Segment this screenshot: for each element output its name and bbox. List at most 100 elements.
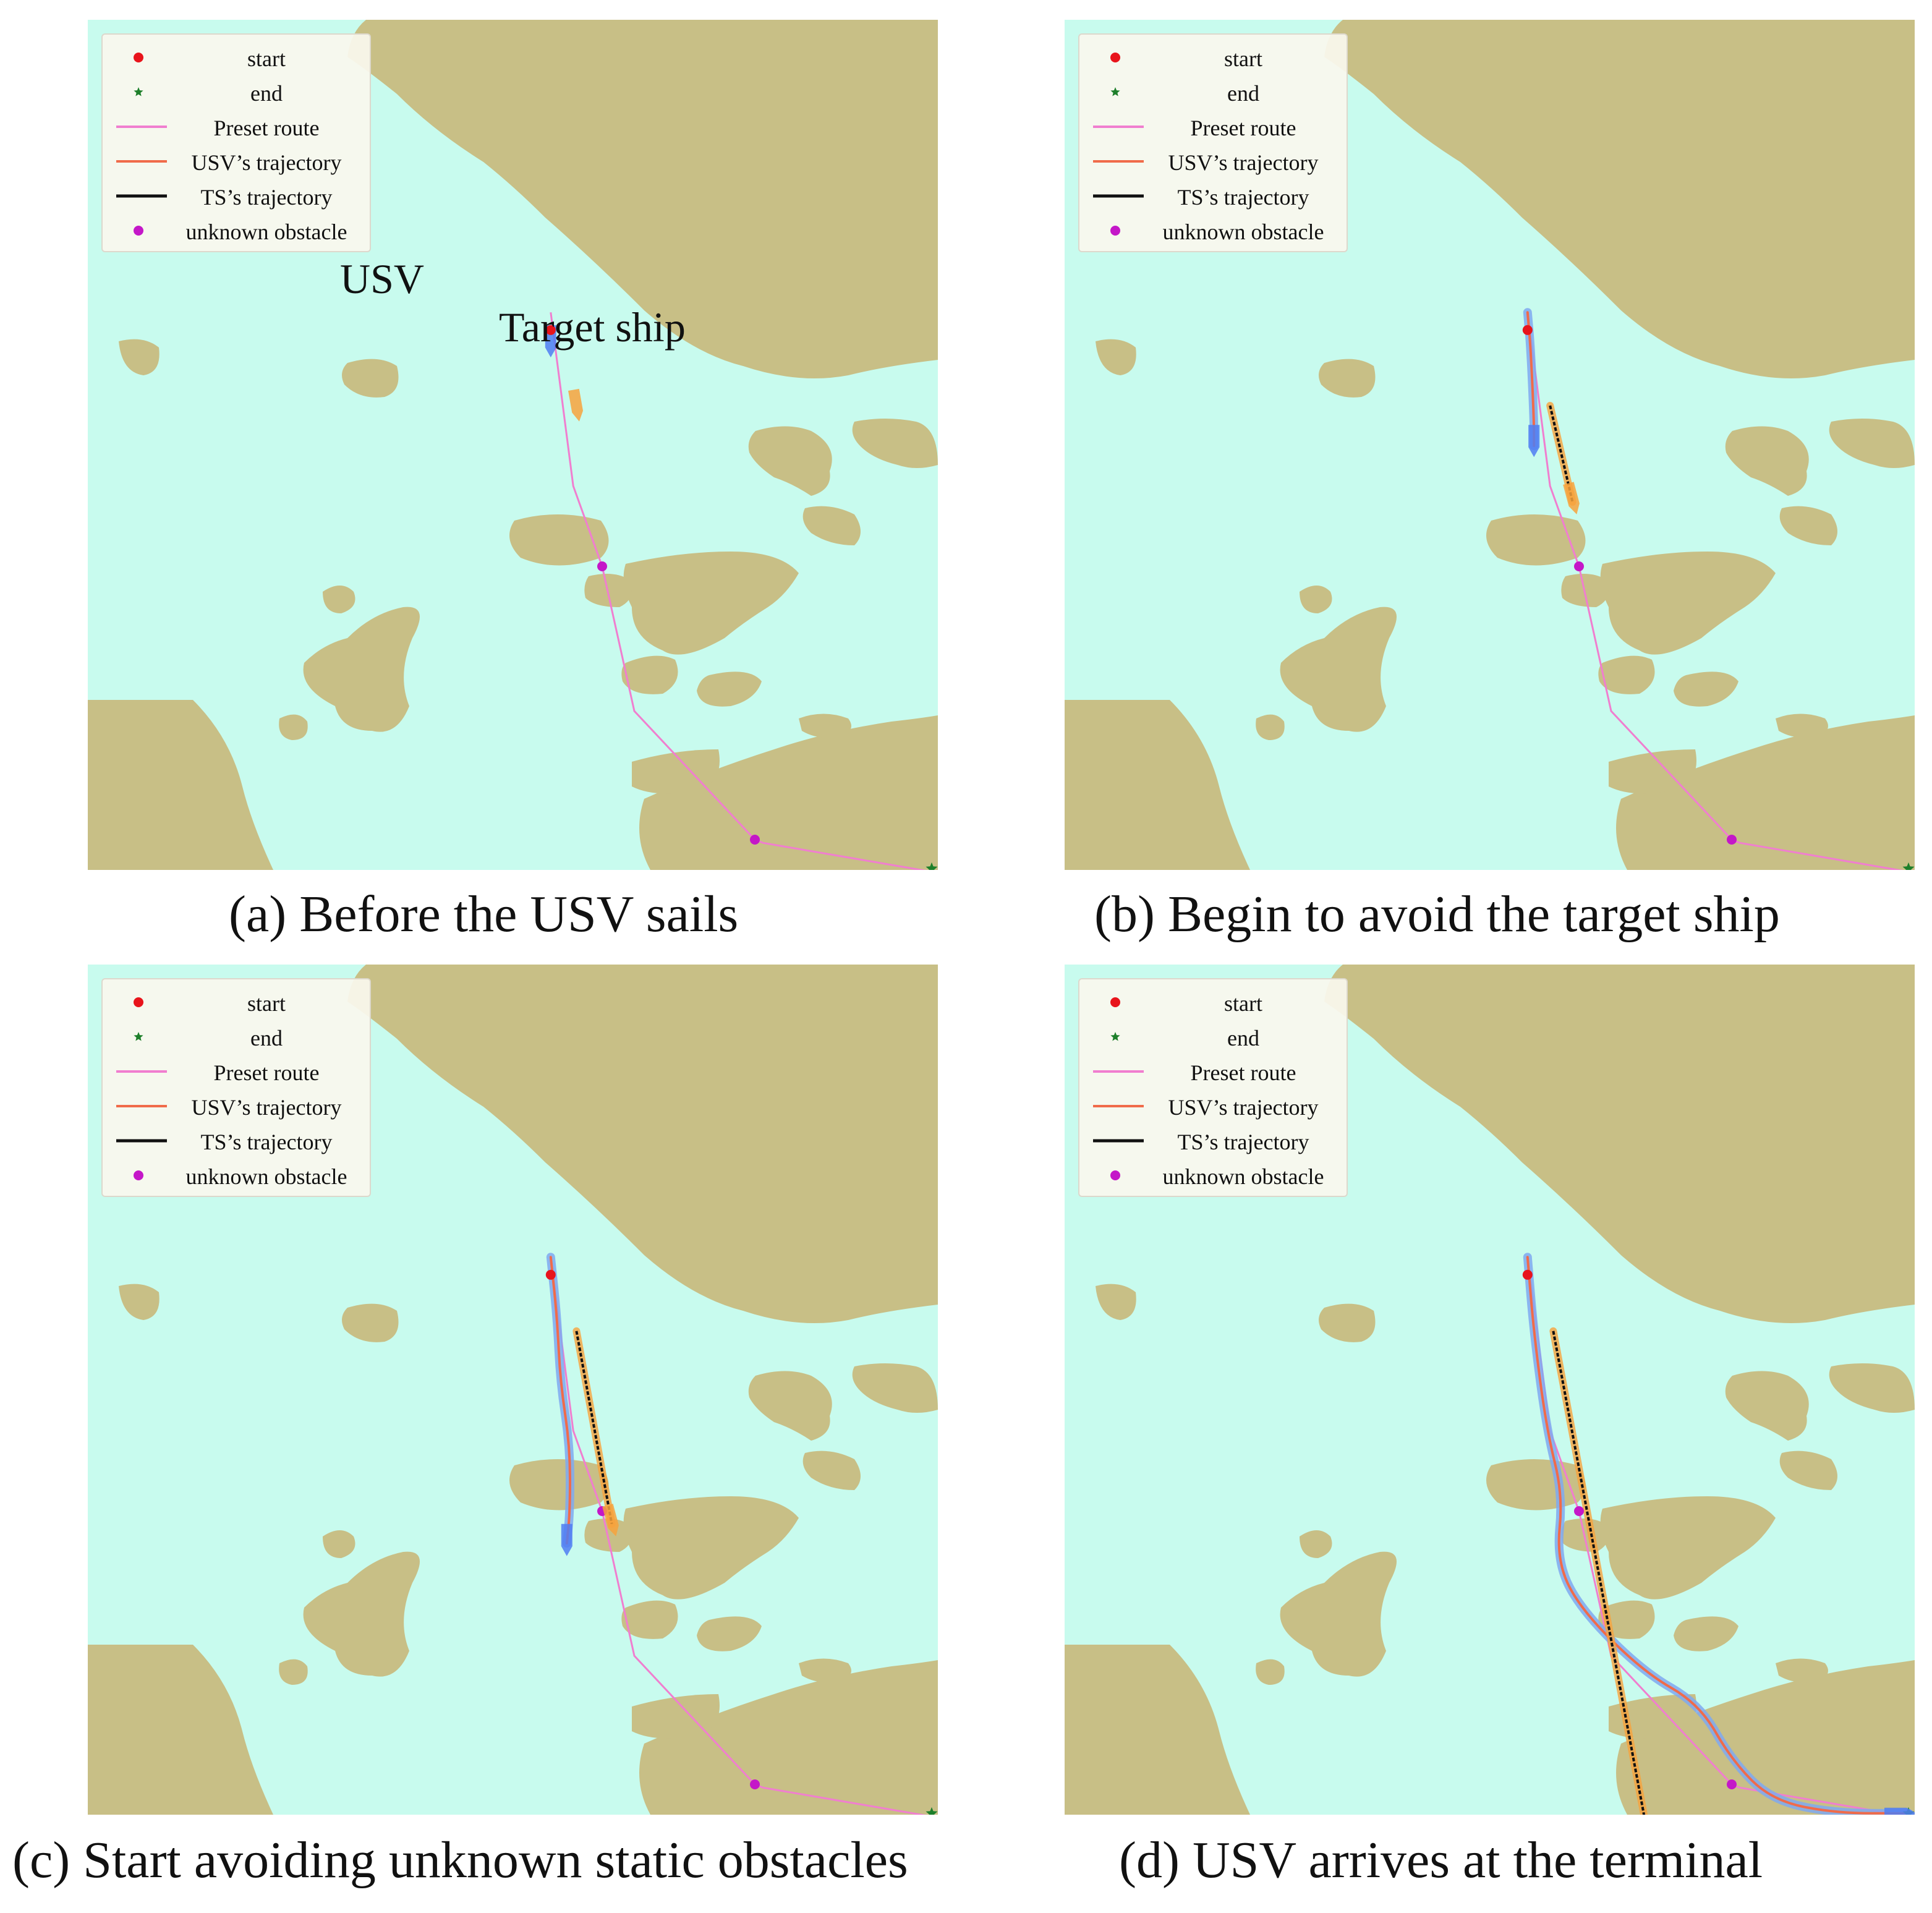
land-mass bbox=[1600, 1496, 1776, 1600]
legend-star bbox=[1110, 87, 1120, 96]
legend-row: end bbox=[103, 1019, 370, 1055]
legend-label: unknown obstacle bbox=[185, 1164, 347, 1189]
legend-marker-icon bbox=[116, 160, 167, 163]
land-mass bbox=[1674, 671, 1738, 707]
legend-marker-icon bbox=[116, 1070, 167, 1073]
usv-annotation: USV bbox=[340, 255, 425, 302]
legend-marker-icon bbox=[134, 1170, 143, 1180]
land-mass bbox=[621, 1600, 678, 1639]
target-ship-icon bbox=[568, 388, 583, 422]
land-mass bbox=[1725, 426, 1809, 496]
land-mass bbox=[639, 1660, 938, 1815]
legend-marker-icon bbox=[134, 1032, 143, 1041]
land-mass bbox=[621, 655, 678, 694]
legend-label: Preset route bbox=[213, 116, 320, 140]
land-mass bbox=[1779, 506, 1837, 545]
land-mass bbox=[1609, 749, 1696, 794]
legend-marker-icon bbox=[116, 1139, 167, 1143]
legend-label: Preset route bbox=[1190, 1060, 1296, 1085]
target-ship-icon bbox=[602, 1504, 619, 1536]
legend-label: start bbox=[247, 991, 286, 1016]
legend-dot bbox=[1110, 1170, 1120, 1180]
legend-marker-icon bbox=[1093, 1139, 1144, 1143]
legend-label: unknown obstacle bbox=[1162, 1164, 1324, 1189]
target-ship-annotation: Target ship bbox=[499, 304, 686, 351]
land-mass bbox=[323, 1530, 355, 1558]
preset-route-line bbox=[1526, 312, 1904, 870]
legend-label: end bbox=[1227, 1026, 1259, 1050]
caption-b: (b) Begin to avoid the target ship bbox=[1094, 885, 1780, 943]
land-mass bbox=[623, 1496, 799, 1600]
legend-row: USV’s trajectory bbox=[103, 143, 370, 179]
start-marker bbox=[1522, 325, 1533, 335]
land-mass bbox=[119, 1284, 160, 1320]
legend-marker-icon bbox=[1110, 53, 1120, 62]
ship-hull bbox=[1563, 482, 1580, 514]
legend-label: unknown obstacle bbox=[1162, 219, 1324, 244]
legend-label: end bbox=[1227, 81, 1259, 106]
land-mass bbox=[509, 1459, 609, 1510]
legend-marker-icon bbox=[1110, 87, 1120, 96]
land-mass bbox=[1598, 655, 1655, 694]
legend-label: Preset route bbox=[1190, 116, 1296, 140]
legend-label: start bbox=[247, 46, 286, 71]
legend-row: unknown obstacle bbox=[1079, 213, 1347, 249]
legend-row: start bbox=[103, 984, 370, 1020]
ship-hull bbox=[1884, 1807, 1915, 1815]
unknown-obstacle-marker bbox=[1727, 835, 1737, 845]
land-mass bbox=[279, 714, 308, 740]
start-marker bbox=[545, 325, 556, 335]
legend-row: TS’s trajectory bbox=[1079, 1123, 1347, 1159]
land-mass bbox=[1324, 20, 1915, 378]
unknown-obstacle-marker bbox=[750, 835, 760, 845]
land-mass bbox=[88, 1645, 273, 1815]
legend-row: USV’s trajectory bbox=[1079, 1088, 1347, 1124]
land-mass bbox=[632, 749, 720, 794]
unknown-obstacle-marker bbox=[597, 561, 607, 571]
ship-hull bbox=[602, 1504, 619, 1536]
start-marker bbox=[1522, 1269, 1533, 1280]
legend-row: USV’s trajectory bbox=[103, 1088, 370, 1124]
legend-marker-icon bbox=[1110, 1032, 1120, 1041]
legend-dot bbox=[134, 53, 143, 62]
legend-star bbox=[1110, 1032, 1120, 1041]
legend-marker-icon bbox=[1093, 1070, 1144, 1073]
usv-ship-icon bbox=[1528, 425, 1540, 458]
land-mass bbox=[323, 586, 355, 613]
ship-hull bbox=[568, 388, 583, 422]
end-marker bbox=[1902, 862, 1915, 870]
legend-marker-icon bbox=[1093, 160, 1144, 163]
legend-label: TS’s trajectory bbox=[200, 185, 333, 210]
legend-label: Preset route bbox=[213, 1060, 320, 1085]
legend-dot bbox=[134, 226, 143, 236]
legend-dot bbox=[1110, 53, 1120, 62]
legend-star bbox=[134, 1032, 143, 1041]
land-mass bbox=[852, 1363, 938, 1413]
land-mass bbox=[119, 339, 160, 375]
land-mass bbox=[1324, 965, 1915, 1323]
land-mass bbox=[303, 607, 420, 732]
unknown-obstacle-marker bbox=[1727, 1779, 1737, 1789]
legend-label: end bbox=[250, 1026, 283, 1050]
land-mass bbox=[1600, 552, 1776, 655]
legend-label: USV’s trajectory bbox=[191, 150, 342, 175]
land-mass bbox=[88, 700, 273, 870]
legend-label: USV’s trajectory bbox=[1168, 1095, 1319, 1120]
end-marker bbox=[926, 1807, 938, 1815]
land-mass bbox=[303, 1551, 420, 1677]
unknown-obstacle-marker bbox=[1574, 1506, 1584, 1516]
land-mass bbox=[1486, 514, 1586, 566]
legend-row: Preset route bbox=[103, 1054, 370, 1089]
land-mass bbox=[697, 1616, 762, 1651]
target-ship-icon bbox=[1563, 482, 1580, 514]
legend-marker-icon bbox=[1093, 194, 1144, 198]
land-mass bbox=[279, 1659, 308, 1685]
ship-hull bbox=[561, 1523, 572, 1556]
ts-trajectory-line bbox=[575, 1331, 613, 1525]
land-mass bbox=[623, 552, 799, 655]
legend-label: end bbox=[250, 81, 283, 106]
